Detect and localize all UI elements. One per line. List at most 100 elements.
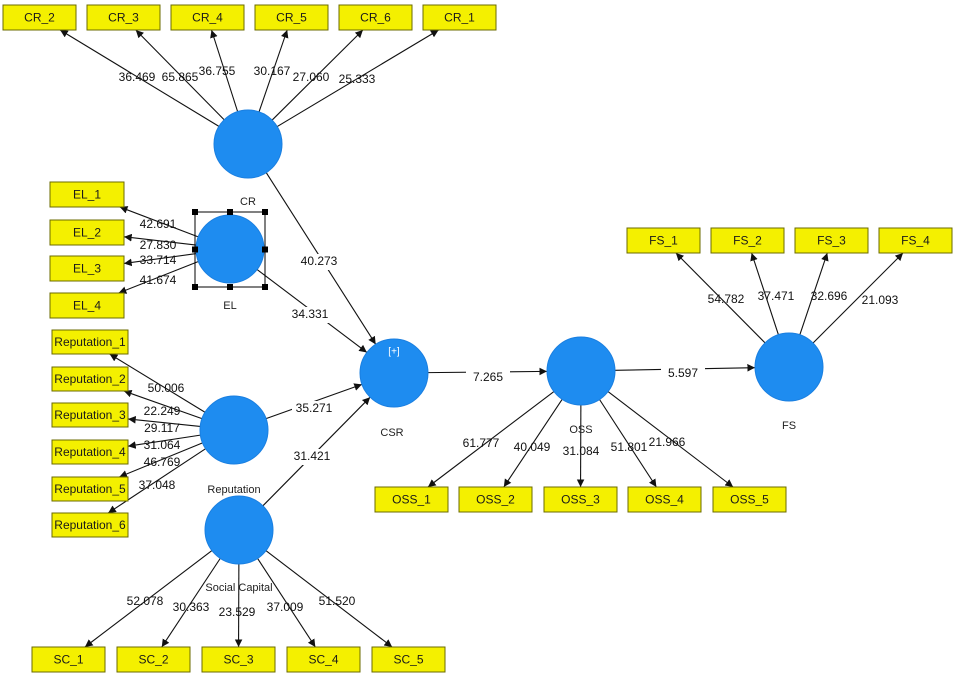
- construct-circle[interactable]: [359, 338, 429, 408]
- indicator-box[interactable]: [371, 646, 446, 673]
- indicator-box[interactable]: [422, 4, 497, 31]
- indicator-sc-3[interactable]: SC_3: [201, 646, 276, 673]
- construct-reputation[interactable]: Reputation: [199, 395, 269, 496]
- indicator-reputation-6[interactable]: Reputation_6: [51, 512, 129, 538]
- indicator-box[interactable]: [543, 486, 618, 513]
- indicator-box[interactable]: [51, 366, 129, 392]
- loading-edge-cr-6[interactable]: [271, 29, 364, 121]
- loading-edge-fs-3[interactable]: [799, 252, 829, 335]
- indicator-fs-2[interactable]: FS_2: [710, 227, 785, 254]
- indicator-reputation-3[interactable]: Reputation_3: [51, 402, 129, 428]
- expand-badge-icon[interactable]: [+]: [388, 347, 400, 358]
- indicator-reputation-1[interactable]: Reputation_1: [51, 329, 129, 355]
- loading-edge-el-3[interactable]: [123, 253, 197, 267]
- loading-edge-reputation-6[interactable]: [107, 448, 206, 514]
- indicator-box[interactable]: [374, 486, 449, 513]
- indicator-box[interactable]: [51, 439, 129, 465]
- resize-handle[interactable]: [192, 284, 198, 290]
- indicator-box[interactable]: [49, 181, 125, 208]
- indicator-oss-4[interactable]: OSS_4: [627, 486, 702, 513]
- loading-edge-reputation-1[interactable]: [109, 353, 206, 413]
- indicator-box[interactable]: [458, 486, 533, 513]
- loading-edge-sc-1[interactable]: [84, 550, 213, 648]
- loading-edge-el-2[interactable]: [123, 233, 197, 246]
- indicator-box[interactable]: [51, 402, 129, 428]
- indicator-oss-5[interactable]: OSS_5: [712, 486, 787, 513]
- indicator-el-3[interactable]: EL_3: [49, 255, 125, 282]
- resize-handle[interactable]: [192, 246, 198, 253]
- construct-circle[interactable]: [204, 495, 274, 565]
- indicator-fs-4[interactable]: FS_4: [878, 227, 953, 254]
- indicator-box[interactable]: [51, 512, 129, 538]
- indicator-el-1[interactable]: EL_1: [49, 181, 125, 208]
- construct-circle[interactable]: [546, 336, 616, 406]
- loading-edge-oss-2[interactable]: [503, 399, 563, 488]
- construct-socialcapital[interactable]: Social Capital: [204, 495, 274, 594]
- indicator-oss-1[interactable]: OSS_1: [374, 486, 449, 513]
- construct-el[interactable]: EL: [192, 209, 268, 312]
- indicator-oss-3[interactable]: OSS_3: [543, 486, 618, 513]
- indicator-cr-1[interactable]: CR_1: [422, 4, 497, 31]
- loading-edge-fs-4[interactable]: [812, 252, 904, 344]
- indicator-cr-2[interactable]: CR_2: [2, 4, 77, 31]
- construct-fs[interactable]: FS: [754, 332, 824, 432]
- indicator-box[interactable]: [710, 227, 785, 254]
- indicator-box[interactable]: [627, 486, 702, 513]
- construct-oss[interactable]: OSS: [546, 336, 616, 436]
- indicator-box[interactable]: [170, 4, 245, 31]
- indicator-oss-2[interactable]: OSS_2: [458, 486, 533, 513]
- indicator-sc-5[interactable]: SC_5: [371, 646, 446, 673]
- indicator-box[interactable]: [51, 329, 129, 355]
- indicator-cr-3[interactable]: CR_3: [86, 4, 161, 31]
- loading-edge-reputation-2[interactable]: [123, 389, 203, 420]
- indicator-reputation-2[interactable]: Reputation_2: [51, 366, 129, 392]
- loading-edge-el-1[interactable]: [119, 206, 199, 238]
- construct-circle[interactable]: [213, 109, 283, 179]
- resize-handle[interactable]: [262, 209, 268, 215]
- indicator-box[interactable]: [794, 227, 869, 254]
- loading-edge-fs-1[interactable]: [675, 252, 766, 344]
- indicator-box[interactable]: [49, 255, 125, 282]
- indicator-sc-1[interactable]: SC_1: [31, 646, 106, 673]
- loading-edge-sc-2[interactable]: [161, 558, 221, 648]
- indicator-cr-4[interactable]: CR_4: [170, 4, 245, 31]
- resize-handle[interactable]: [192, 209, 198, 215]
- construct-circle[interactable]: [199, 395, 269, 465]
- resize-handle[interactable]: [262, 284, 268, 290]
- indicator-box[interactable]: [878, 227, 953, 254]
- indicator-fs-3[interactable]: FS_3: [794, 227, 869, 254]
- loading-edge-cr-1[interactable]: [276, 29, 439, 128]
- indicator-box[interactable]: [49, 219, 125, 246]
- indicator-reputation-4[interactable]: Reputation_4: [51, 439, 129, 465]
- indicator-box[interactable]: [201, 646, 276, 673]
- loading-edge-reputation-4[interactable]: [127, 434, 201, 449]
- indicator-el-4[interactable]: EL_4: [49, 292, 125, 319]
- resize-handle[interactable]: [227, 209, 233, 215]
- construct-circle[interactable]: [195, 214, 265, 284]
- resize-handle[interactable]: [227, 284, 233, 290]
- indicator-box[interactable]: [31, 646, 106, 673]
- indicator-box[interactable]: [49, 292, 125, 319]
- indicator-el-2[interactable]: EL_2: [49, 219, 125, 246]
- loading-edge-cr-2[interactable]: [59, 29, 220, 127]
- indicator-sc-2[interactable]: SC_2: [116, 646, 191, 673]
- loading-edge-el-4[interactable]: [118, 260, 199, 294]
- loading-edge-oss-5[interactable]: [607, 391, 734, 488]
- loading-edge-sc-4[interactable]: [257, 558, 316, 648]
- indicator-box[interactable]: [286, 646, 361, 673]
- indicator-cr-5[interactable]: CR_5: [254, 4, 329, 31]
- indicator-reputation-5[interactable]: Reputation_5: [51, 476, 129, 502]
- loading-edge-cr-5[interactable]: [258, 29, 289, 113]
- indicator-box[interactable]: [338, 4, 413, 31]
- indicator-box[interactable]: [712, 486, 787, 513]
- resize-handle[interactable]: [262, 246, 268, 253]
- indicator-box[interactable]: [626, 227, 701, 254]
- loading-edge-cr-3[interactable]: [135, 29, 225, 121]
- loading-edge-oss-1[interactable]: [427, 391, 555, 488]
- loading-edge-cr-4[interactable]: [210, 29, 239, 112]
- indicator-box[interactable]: [86, 4, 161, 31]
- construct-circle[interactable]: [754, 332, 824, 402]
- indicator-fs-1[interactable]: FS_1: [626, 227, 701, 254]
- loading-edge-sc-5[interactable]: [265, 550, 393, 648]
- loading-edge-reputation-5[interactable]: [119, 442, 203, 478]
